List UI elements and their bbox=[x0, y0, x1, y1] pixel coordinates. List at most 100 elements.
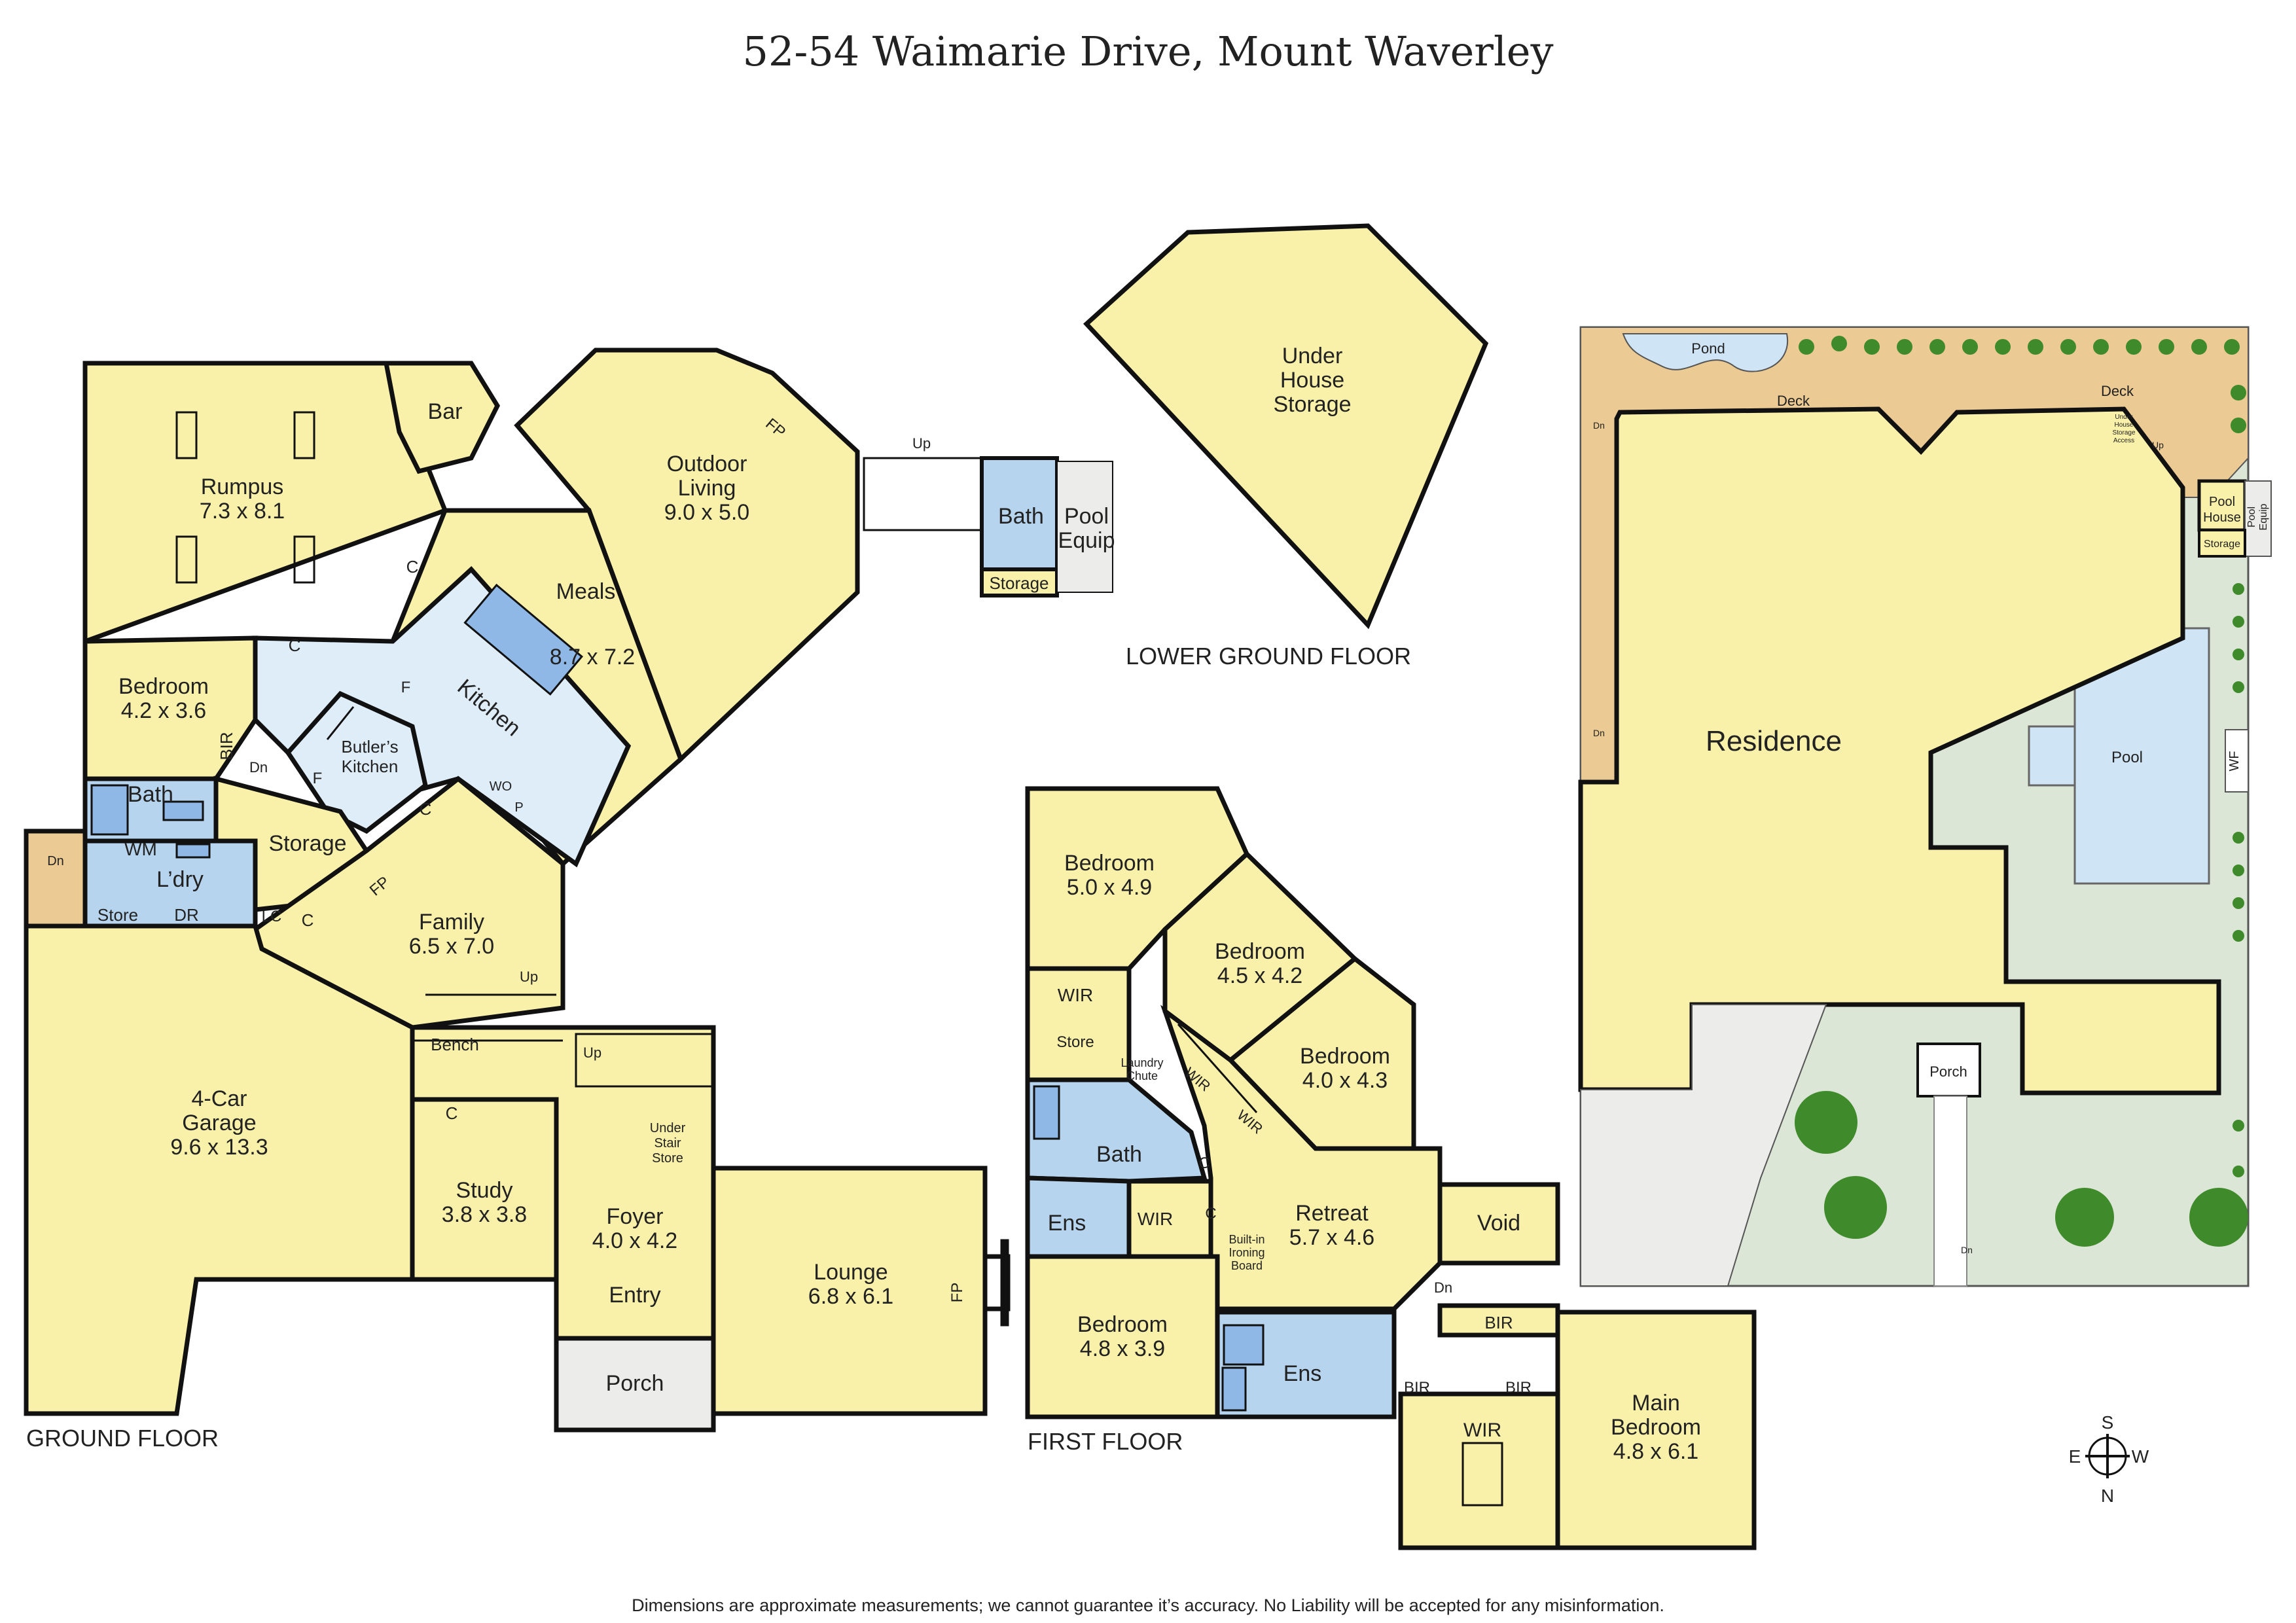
under-stair-label-2: Stair bbox=[654, 1136, 681, 1150]
under-house-label-2: House bbox=[1280, 368, 1344, 393]
outbuilding-pool-equip-label-1: Pool bbox=[1064, 504, 1109, 529]
built-in-label-1: Built-in bbox=[1229, 1233, 1265, 1246]
outbuilding-plan bbox=[863, 456, 1113, 597]
outbuilding-pool-equip bbox=[1056, 461, 1113, 593]
p-label: P bbox=[514, 800, 523, 815]
site-dn-label-2: Dn bbox=[1593, 728, 1605, 738]
lounge-room bbox=[711, 1166, 988, 1416]
main-bedroom-label-1: Main bbox=[1632, 1391, 1680, 1416]
dr-label: DR bbox=[174, 905, 199, 925]
first-wir-main bbox=[1398, 1391, 1560, 1550]
site-storage-label: Storage bbox=[2204, 539, 2240, 550]
laundry-label: L’dry bbox=[156, 867, 204, 892]
meals-size: 8.7 x 7.2 bbox=[550, 645, 635, 669]
store-label: Store bbox=[98, 905, 138, 925]
residence-label: Residence bbox=[1706, 725, 1842, 757]
garage-room bbox=[24, 923, 415, 1416]
study-size: 3.8 x 3.8 bbox=[442, 1202, 527, 1227]
garage-size: 9.6 x 13.3 bbox=[170, 1135, 268, 1160]
lower-ground-floor-label: LOWER GROUND FLOOR bbox=[1126, 643, 1411, 669]
under-house-access-label-3: Storage bbox=[2112, 429, 2135, 437]
first-bed3-size: 4.0 x 4.3 bbox=[1302, 1068, 1388, 1093]
first-store-label: Store bbox=[1056, 1033, 1094, 1051]
cupboard-label-5: C bbox=[302, 910, 314, 930]
site-hedges bbox=[1799, 336, 2246, 1177]
built-in-label-2: Ironing bbox=[1229, 1246, 1265, 1259]
site-trees bbox=[1795, 1091, 2248, 1247]
cupboard-label-4: C bbox=[446, 1103, 458, 1123]
first-bed1-size: 5.0 x 4.9 bbox=[1067, 875, 1152, 900]
first-wir-main-label: WIR bbox=[1463, 1419, 1501, 1441]
ground-up-label-2: Up bbox=[583, 1044, 601, 1061]
tree-icon bbox=[1824, 1176, 1887, 1239]
ground-bedroom-size: 4.2 x 3.6 bbox=[121, 698, 206, 723]
deck-label-2: Deck bbox=[2101, 383, 2134, 399]
ground-floor-fixtures bbox=[90, 411, 1009, 1327]
site-front-path bbox=[1933, 1096, 1967, 1287]
site-plan bbox=[1578, 326, 2272, 1287]
under-house-label-3: Storage bbox=[1273, 392, 1351, 417]
kitchen-island bbox=[463, 583, 584, 696]
ground-up-label-1: Up bbox=[520, 969, 538, 985]
lower-ground-labels: Under House Storage bbox=[1273, 344, 1351, 417]
ground-dn-label-2: Dn bbox=[47, 854, 64, 868]
under-house-access-label-2: House bbox=[2115, 421, 2134, 429]
laundry-chute-label-2: Chute bbox=[1126, 1069, 1158, 1082]
study-label: Study bbox=[456, 1178, 513, 1203]
outbuilding-steps bbox=[863, 457, 986, 531]
ground-bedroom-label: Bedroom bbox=[118, 674, 209, 699]
site-labels: Pond Deck Deck Under House Storage Acces… bbox=[1593, 340, 2269, 1255]
outbuilding-up-label: Up bbox=[912, 435, 931, 452]
first-bed2-size: 4.5 x 4.2 bbox=[1217, 963, 1302, 988]
under-stair-label-3: Store bbox=[652, 1151, 683, 1166]
pool-label: Pool bbox=[2111, 749, 2143, 766]
first-floor-labels: Bedroom 5.0 x 4.9 Bedroom 4.5 x 4.2 Bedr… bbox=[1048, 851, 1701, 1464]
lounge-size: 6.8 x 6.1 bbox=[808, 1284, 893, 1309]
lounge-fp-label: FP bbox=[948, 1283, 966, 1303]
tree-icon bbox=[2189, 1188, 2248, 1247]
laundry-chute-label-1: Laundry bbox=[1121, 1056, 1163, 1069]
foyer-label: Foyer bbox=[607, 1204, 664, 1229]
under-house-access-label-1: Under bbox=[2115, 414, 2133, 421]
pond-label: Pond bbox=[1691, 340, 1725, 357]
first-main-bedroom bbox=[1555, 1310, 1757, 1550]
first-dn-label: Dn bbox=[1434, 1279, 1452, 1296]
garage-label-2: Garage bbox=[182, 1111, 256, 1135]
site-wf bbox=[2225, 729, 2249, 793]
site-porch-label: Porch bbox=[1929, 1063, 1967, 1080]
butlers-kitchen-label-2: Kitchen bbox=[342, 757, 399, 776]
bench-label: Bench bbox=[431, 1035, 479, 1054]
site-pool-equip-label-1: Pool bbox=[2246, 507, 2257, 527]
cupboard-label-2: C bbox=[289, 635, 301, 655]
rumpus-size: 7.3 x 8.1 bbox=[200, 499, 285, 524]
lounge-label: Lounge bbox=[814, 1260, 888, 1285]
outdoor-living-label-1: Outdoor bbox=[667, 452, 747, 476]
built-in-label-3: Board bbox=[1231, 1259, 1263, 1272]
outbuilding-storage-label: Storage bbox=[989, 573, 1049, 593]
site-pool-equip-label-2: Equip bbox=[2258, 503, 2269, 530]
butlers-kitchen-label-1: Butler’s bbox=[341, 737, 398, 757]
ground-porch bbox=[554, 1336, 716, 1433]
compass-s: S bbox=[2102, 1412, 2114, 1433]
cupboard-label-1: C bbox=[406, 557, 419, 577]
compass-n: N bbox=[2101, 1486, 2114, 1506]
cupboard-label-3: C bbox=[420, 799, 432, 819]
retreat-label: Retreat bbox=[1295, 1201, 1369, 1226]
first-bed4-size: 4.8 x 3.9 bbox=[1080, 1336, 1165, 1361]
first-bath-label: Bath bbox=[1096, 1142, 1142, 1167]
garage-side-door bbox=[24, 829, 88, 929]
plan-title: 52-54 Waimarie Drive, Mount Waverley bbox=[742, 27, 1553, 75]
site-storage bbox=[2198, 529, 2246, 558]
first-floor-label: FIRST FLOOR bbox=[1028, 1428, 1183, 1455]
wf-label: WF bbox=[2227, 751, 2242, 771]
first-bed2-label: Bedroom bbox=[1215, 939, 1305, 964]
main-bedroom-size: 4.8 x 6.1 bbox=[1613, 1439, 1698, 1464]
meals-label: Meals bbox=[556, 579, 616, 604]
outbuilding-labels: Bath Pool Equip Storage Up bbox=[912, 435, 1115, 593]
outdoor-living-size: 9.0 x 5.0 bbox=[664, 500, 749, 525]
retreat-size: 5.7 x 4.6 bbox=[1289, 1225, 1374, 1250]
family-label: Family bbox=[419, 910, 484, 935]
entry-label: Entry bbox=[609, 1283, 660, 1308]
pool-house-label-1: Pool bbox=[2209, 495, 2235, 509]
